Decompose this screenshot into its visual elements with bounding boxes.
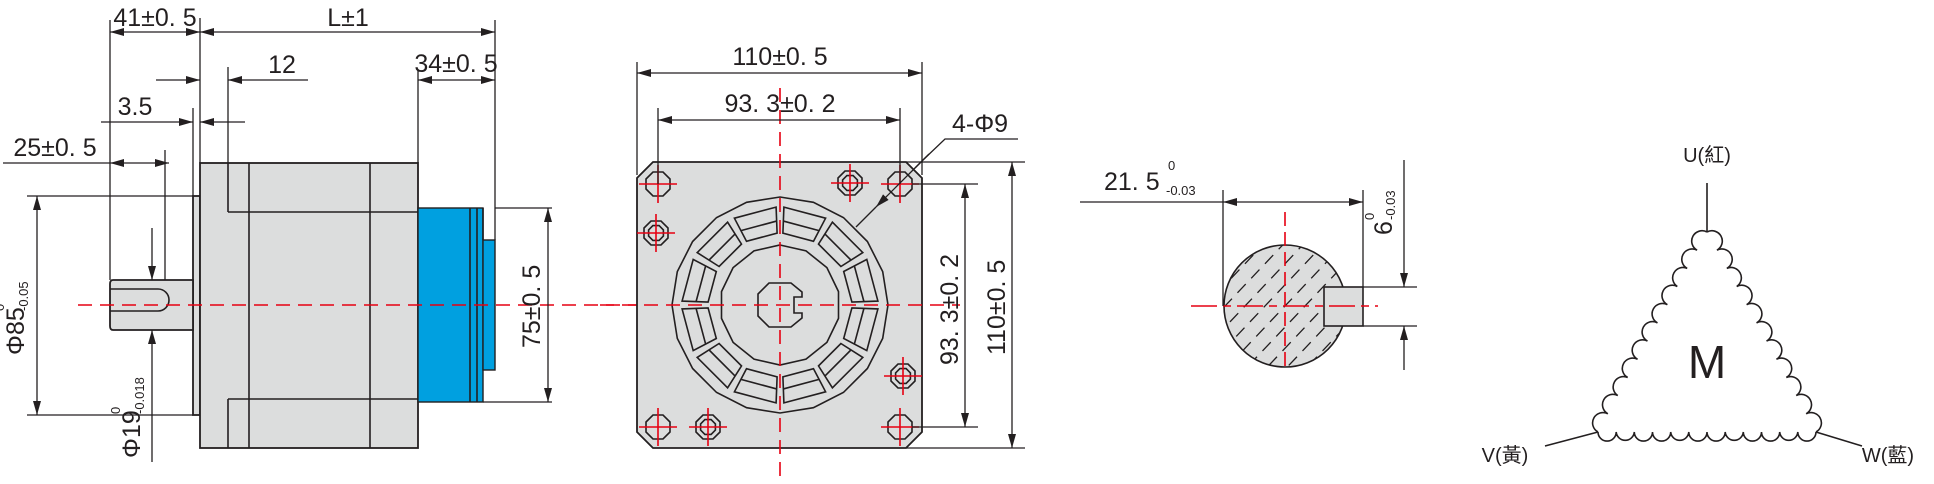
dim-6-label: 6 0 -0.03	[1362, 190, 1398, 235]
dim-25-label: 25±0. 5	[13, 134, 96, 162]
winding-slot	[695, 220, 743, 268]
mounting-hole	[695, 414, 721, 440]
hole-boss	[647, 224, 665, 242]
dim-75-label: 75±0. 5	[518, 265, 546, 348]
svg-text:21. 5: 21. 5	[1104, 168, 1160, 196]
extension-lines	[27, 18, 552, 416]
terminal-w-label: W(藍)	[1862, 444, 1914, 467]
wiring-diagram: U(紅) V(黃) W(藍) M	[1482, 144, 1914, 467]
hatch-line	[1224, 245, 1276, 367]
slot-divider	[853, 308, 865, 345]
svg-text:6: 6	[1370, 221, 1398, 235]
winding-slot	[782, 206, 827, 243]
hub-keyed	[757, 282, 803, 328]
shaft-section: 21. 5 0 -0.03 6 0 -0.03	[1080, 158, 1417, 370]
hole-leader	[922, 138, 1018, 161]
svg-text:0: 0	[108, 407, 123, 414]
winding-slot	[695, 342, 743, 390]
lead-w	[1815, 431, 1863, 447]
svg-text:-0.018: -0.018	[132, 377, 147, 414]
coil-u-v	[1591, 229, 1708, 433]
coil-u-w	[1706, 229, 1823, 433]
dim-93-h-label: 93. 3±0. 2	[724, 90, 835, 118]
dim-phi19-label: Φ19 0 -0.018	[108, 377, 147, 458]
winding-slot	[733, 367, 778, 404]
slot-divider	[853, 265, 865, 302]
dim-110-h-label: 110±0. 5	[732, 43, 827, 71]
slot-divider	[824, 349, 852, 377]
svg-text:0: 0	[1362, 213, 1377, 220]
slot-divider	[708, 349, 736, 377]
dim-phi85-label: Φ85 0 -0.05	[0, 281, 31, 355]
terminal-u-label: U(紅)	[1683, 144, 1731, 167]
winding-slot	[681, 307, 718, 352]
winding-slot	[817, 220, 865, 268]
slot-divider	[740, 220, 777, 232]
svg-text:-0.03: -0.03	[1383, 190, 1398, 220]
mounting-hole	[643, 220, 669, 246]
svg-text:0: 0	[1168, 158, 1175, 173]
mounting-hole	[890, 363, 916, 389]
keyway	[110, 288, 170, 312]
winding-slot	[842, 307, 879, 352]
hatch-line	[1224, 245, 1336, 367]
mounting-hole	[837, 170, 863, 196]
slot-divider	[708, 233, 736, 261]
slot-divider	[824, 233, 852, 261]
coil-windings	[1591, 229, 1823, 442]
side-view: 41±0. 5 L±1 12 34±0. 5 3.5 25±0. 5 Φ85 0…	[0, 4, 660, 462]
dim-93-v-label: 93. 3±0. 2	[936, 254, 964, 365]
svg-text:-0.05: -0.05	[16, 281, 31, 311]
mounting-hole	[887, 171, 913, 197]
dim-110-v-label: 110±0. 5	[983, 260, 1011, 355]
motor-symbol-label: M	[1688, 336, 1726, 388]
mounting-hole	[887, 414, 913, 440]
slot-divider	[740, 378, 777, 390]
coil-v-w	[1597, 431, 1817, 442]
holes-label: 4-Φ9	[952, 110, 1008, 138]
front-view: 110±0. 5 93. 3±0. 2 4-Φ9 93. 3±0. 2 110±…	[600, 43, 1025, 484]
slot-divider	[695, 308, 707, 345]
svg-text:Φ19: Φ19	[118, 410, 146, 458]
dim-21-5-label: 21. 5 0 -0.03	[1104, 158, 1196, 198]
dim-12-label: 12	[268, 51, 296, 79]
svg-text:Φ85: Φ85	[2, 307, 30, 355]
slot-divider	[783, 220, 820, 232]
hole-boss	[841, 174, 859, 192]
stator-pattern	[671, 196, 889, 414]
svg-text:-0.03: -0.03	[1166, 183, 1196, 198]
hole-boss	[894, 367, 912, 385]
hole-boss	[699, 418, 717, 436]
mounting-hole	[645, 171, 671, 197]
lead-v	[1544, 431, 1599, 447]
slot-divider	[695, 265, 707, 302]
winding-slot	[817, 342, 865, 390]
winding-slot	[842, 258, 879, 303]
dim-3-5-label: 3.5	[118, 93, 153, 121]
hole-leader-arrow-top	[914, 153, 930, 169]
encoder	[417, 207, 484, 403]
terminal-v-label: V(黃)	[1482, 444, 1529, 467]
dim-L-label: L±1	[327, 4, 369, 32]
dim-41-label: 41±0. 5	[113, 4, 196, 32]
winding-slot	[681, 258, 718, 303]
hole-leader-tail	[855, 206, 877, 228]
winding-slot	[782, 367, 827, 404]
winding-slot	[733, 206, 778, 243]
dim-34-label: 34±0. 5	[414, 50, 497, 78]
svg-text:0: 0	[0, 304, 7, 311]
mounting-hole	[645, 414, 671, 440]
slot-divider	[783, 378, 820, 390]
